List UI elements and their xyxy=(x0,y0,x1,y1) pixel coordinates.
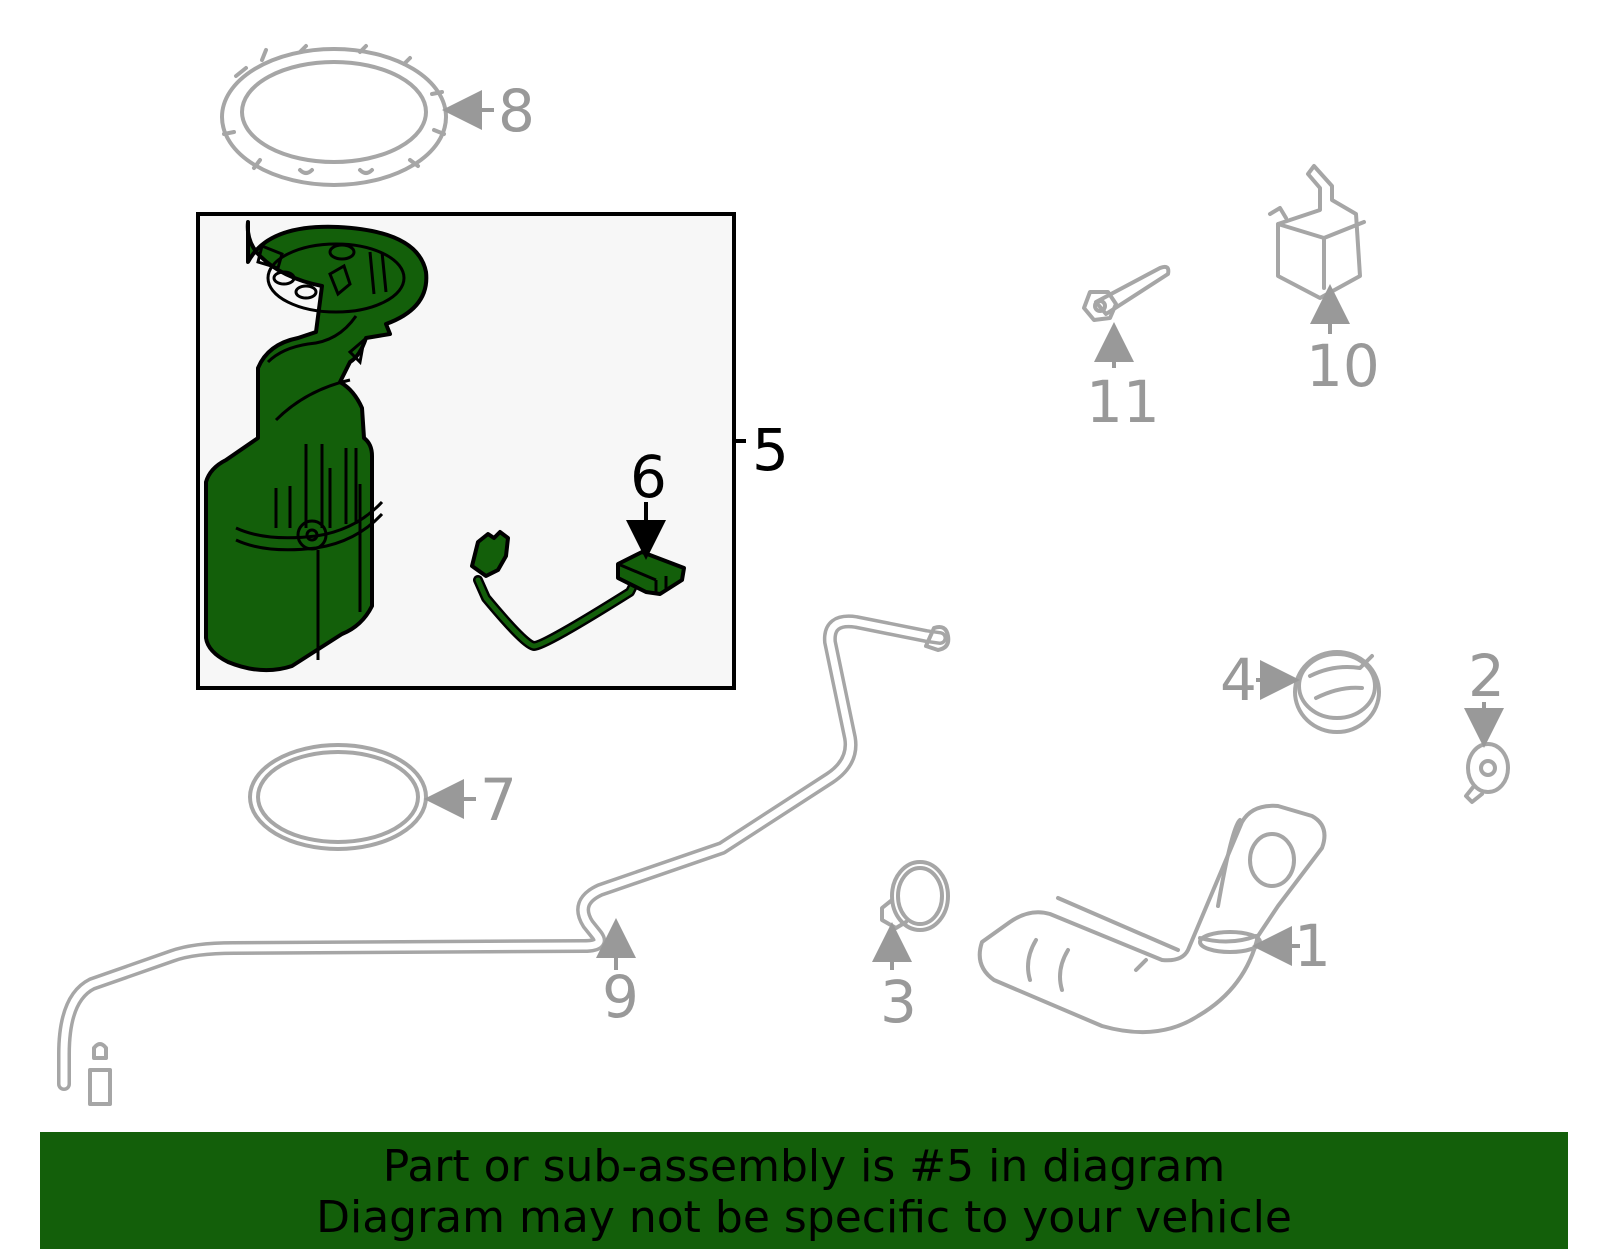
callout-6: 6 xyxy=(630,443,667,511)
part-11-bolt[interactable] xyxy=(1082,264,1171,322)
part-6-wiring-harness[interactable] xyxy=(470,530,686,651)
part-8-lock-ring[interactable] xyxy=(220,44,448,187)
callout-4: 4 xyxy=(1220,646,1257,714)
callout-3: 3 xyxy=(880,968,917,1036)
info-banner: Part or sub-assembly is #5 in diagram Di… xyxy=(40,1132,1568,1249)
part-10-bracket[interactable] xyxy=(1268,164,1366,300)
part-9-fuel-line[interactable] xyxy=(57,614,951,1106)
callout-2: 2 xyxy=(1468,642,1505,710)
callout-11: 11 xyxy=(1086,368,1160,436)
part-2-clip[interactable] xyxy=(1464,742,1510,804)
callout-1: 1 xyxy=(1294,912,1331,980)
callout-7: 7 xyxy=(480,766,517,834)
banner-line-part: Part or sub-assembly is #5 in diagram xyxy=(382,1141,1226,1192)
part-5-fuel-pump-module[interactable] xyxy=(204,220,429,673)
callout-8: 8 xyxy=(498,77,535,145)
part-4-fuel-cap[interactable] xyxy=(1293,650,1381,734)
callout-5: 5 xyxy=(752,416,789,484)
callout-10: 10 xyxy=(1306,332,1380,400)
banner-line-disclaimer: Diagram may not be specific to your vehi… xyxy=(316,1192,1292,1243)
part-1-filler-pipe[interactable] xyxy=(977,803,1327,1035)
part-3-clamp[interactable] xyxy=(880,860,950,932)
callout-9: 9 xyxy=(602,963,639,1031)
part-7-gasket[interactable] xyxy=(248,743,428,851)
